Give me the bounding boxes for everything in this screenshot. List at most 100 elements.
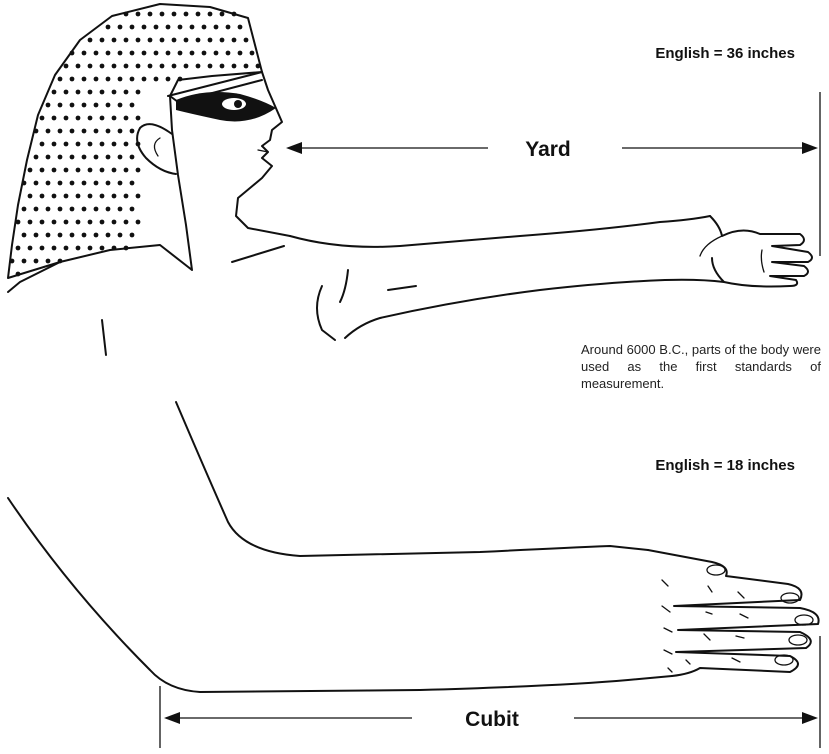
wig-dot [118,77,123,82]
wig-dot [148,12,153,17]
wig-dot [40,246,45,251]
wig-dot [70,155,75,160]
yard-arrowhead-right [802,142,818,154]
cubit-arm-illustration [8,402,819,692]
wig-dot [208,64,213,69]
wig-dot [64,64,69,69]
wig-dot [136,12,141,17]
wig-dot [124,194,129,199]
wig-dot [76,168,81,173]
wig-dot [220,12,225,17]
wig-dot [40,220,45,225]
wig-dot [136,116,141,121]
wig-dot [22,233,27,238]
wig-dot [28,246,33,251]
wig-dot [118,181,123,186]
yard-hand [710,216,812,287]
wig-dot [88,168,93,173]
cubit-arrowhead-left [164,712,180,724]
wig-dot [46,129,51,134]
wig-dot [76,90,81,95]
wig-dot [202,51,207,56]
wig-dot [130,77,135,82]
wig-dot [142,77,147,82]
forearm-upper-edge [176,402,648,556]
cubit-dimension: Cubit English = 18 inches [160,457,820,748]
wig-dot [232,64,237,69]
fingernail-middle [795,615,813,625]
wig-dot [52,168,57,173]
wig-dot [202,25,207,30]
wig-dot [58,155,63,160]
wig-dot [184,12,189,17]
wig-dot [106,233,111,238]
yard-palm-line [761,250,764,272]
shoulder-line [8,262,60,292]
wig-dot [106,25,111,30]
wig-dot [178,25,183,30]
wig-dot [76,142,81,147]
wig-dot [208,12,213,17]
wig-dot [70,51,75,56]
yard-english-equivalent: English = 36 inches [655,45,795,62]
wig-dot [238,25,243,30]
ear [137,124,176,174]
wig-dot [34,259,39,264]
caption-text: Around 6000 B.C., parts of the body were… [581,341,821,392]
thumbnail [707,565,725,575]
wig-dot [220,38,225,43]
wig-dot [214,25,219,30]
wig-dot [106,51,111,56]
wig-dot [22,259,27,264]
wig-dot [154,51,159,56]
wig-dot [160,64,165,69]
wig-dot [118,103,123,108]
wig-dot [130,129,135,134]
wig-dot [124,142,129,147]
wig-dot [46,207,51,212]
wig-dot [106,207,111,212]
wig-dot [58,207,63,212]
wig-dot [100,246,105,251]
yard-label: Yard [525,138,571,161]
wig-dot [154,25,159,30]
wig-dot [106,155,111,160]
wig-dot [244,38,249,43]
wig-dot [34,181,39,186]
cubit-label: Cubit [465,708,519,731]
wig-dot [52,142,57,147]
wig-dot [232,38,237,43]
wig-dot [52,220,57,225]
wig-dot [76,194,81,199]
wig-dot [28,168,33,173]
wig-dot [52,116,57,121]
wig-dot [64,194,69,199]
wig-dot [94,77,99,82]
wig-dot [88,90,93,95]
wig-dot [58,129,63,134]
wig-dot [112,168,117,173]
wig-dot [106,77,111,82]
wig-dot [208,38,213,43]
wig-dot [100,116,105,121]
wig-dot [82,181,87,186]
wig-dot [22,181,27,186]
wig-dot [112,220,117,225]
wig-dot [88,142,93,147]
wig-dot [82,155,87,160]
wig-dot [88,220,93,225]
wig-dot [184,38,189,43]
wig-dot [106,129,111,134]
fingernail-index [781,593,799,603]
wig-dot [100,220,105,225]
wig-dot [82,51,87,56]
elbow-line [340,270,348,302]
wig-dot [118,51,123,56]
wig-dot [166,77,171,82]
wig-dot [88,116,93,121]
wig-dot [34,207,39,212]
wig-dot [46,259,51,264]
wig-dot [40,116,45,121]
wig-dot [94,129,99,134]
wig-dot [34,233,39,238]
